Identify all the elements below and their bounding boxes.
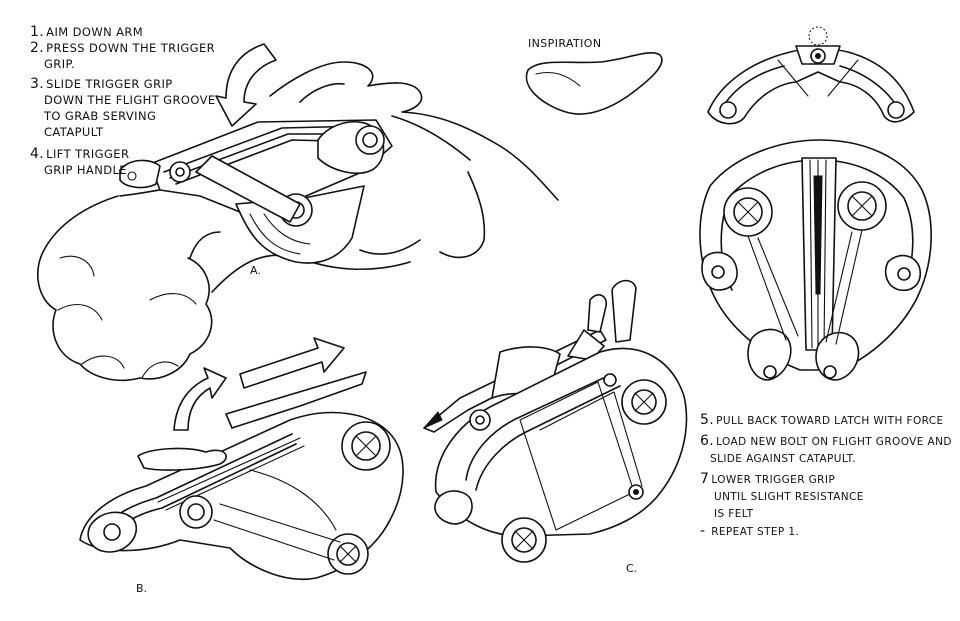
step-7-line-2: UNTIL SLIGHT RESISTANCE <box>714 491 864 503</box>
inspiration-sketch <box>525 52 663 115</box>
figure-b-label: B. <box>136 582 148 595</box>
bottom-view-device-sketch <box>699 139 932 381</box>
step-6-line-2: SLIDE AGAINST CATAPULT. <box>710 453 856 465</box>
step-6: 6.LOAD NEW BOLT ON FLIGHT GROOVE AND <box>700 433 952 451</box>
step-4: 4.LIFT TRIGGER <box>30 146 216 162</box>
step-3-line-1: SLIDE TRIGGER GRIP <box>46 77 173 91</box>
step-5-number: 5. <box>700 412 715 428</box>
figure-a-arm-sketch <box>36 43 559 382</box>
step-1-number: 1. <box>30 24 45 40</box>
figure-c-label: C. <box>626 562 638 575</box>
step-3-line-3: TO GRAB SERVING <box>44 109 157 123</box>
step-3-number: 3. <box>30 76 45 92</box>
step-1: 1.AIM DOWN ARM <box>30 24 216 40</box>
step-7-line-3: IS FELT <box>714 508 754 520</box>
step-3: 3.SLIDE TRIGGER GRIP <box>30 76 216 92</box>
step-2: 2.PRESS DOWN THE TRIGGER <box>30 40 216 56</box>
figure-a-label: A. <box>250 264 261 277</box>
step-3-line-4: CATAPULT <box>44 125 104 139</box>
figure-b-device-sketch <box>79 337 404 580</box>
step-7-line-1: LOWER TRIGGER GRIP <box>711 474 836 486</box>
step-repeat-line-1: REPEAT STEP 1. <box>711 526 800 538</box>
inspiration-label: INSPIRATION <box>528 37 602 50</box>
figure-c-device-sketch <box>423 279 688 563</box>
top-view-device-sketch <box>707 26 915 125</box>
step-6-number: 6. <box>700 433 715 449</box>
step-1-line-1: AIM DOWN ARM <box>46 25 144 39</box>
instructions-left: 1.AIM DOWN ARM 2.PRESS DOWN THE TRIGGER … <box>30 24 216 178</box>
step-2-number: 2. <box>30 40 45 56</box>
step-3-line-2: DOWN THE FLIGHT GROOVE <box>44 93 216 107</box>
step-repeat-marker: - <box>700 523 706 539</box>
step-7-number: 7 <box>700 471 710 487</box>
instructions-right: 5.PULL BACK TOWARD LATCH WITH FORCE 6.LO… <box>700 412 952 541</box>
step-2-line-2: GRIP. <box>44 57 76 71</box>
step-repeat: - REPEAT STEP 1. <box>700 523 952 541</box>
step-4-line-1: LIFT TRIGGER <box>46 147 130 161</box>
step-4-line-2: GRIP HANDLE <box>44 163 127 177</box>
step-2-line-1: PRESS DOWN THE TRIGGER <box>46 41 216 55</box>
step-5: 5.PULL BACK TOWARD LATCH WITH FORCE <box>700 412 952 430</box>
step-5-line-1: PULL BACK TOWARD LATCH WITH FORCE <box>716 415 944 427</box>
step-4-number: 4. <box>30 146 45 162</box>
step-6-line-1: LOAD NEW BOLT ON FLIGHT GROOVE AND <box>716 436 952 448</box>
